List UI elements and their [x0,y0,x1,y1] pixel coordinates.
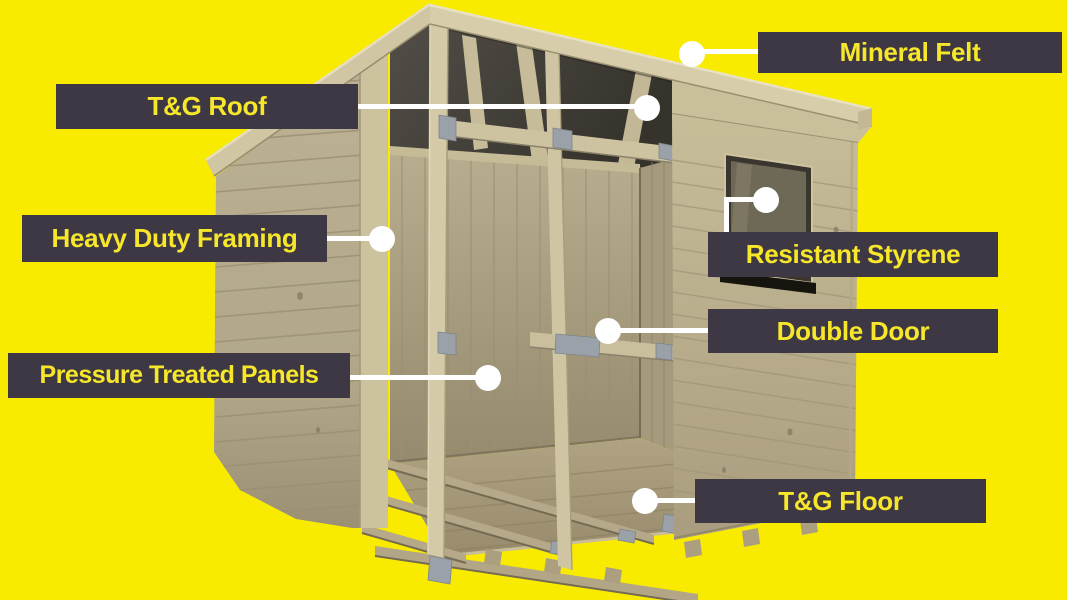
interior-back-wall [389,146,641,464]
roof-fascia [429,3,873,130]
callout-dot [475,365,501,391]
callout-line [346,375,488,380]
callout-dot [679,41,705,67]
callout-line [608,328,708,333]
left-wall [214,52,388,528]
callout-line [645,498,697,503]
callout-label-tg-roof: T&G Roof [56,84,358,129]
callout-line [724,197,768,202]
roof-purlin-beam [438,114,677,164]
callout-label-resistant-styrene: Resistant Styrene [708,232,998,277]
callout-label-heavy-duty-framing: Heavy Duty Framing [22,215,327,262]
callout-label-double-door: Double Door [708,309,998,353]
callout-label-pressure-treated-panels: Pressure Treated Panels [8,353,350,398]
callout-dot [369,226,395,252]
callout-dot [753,187,779,213]
callout-line [324,236,382,241]
callout-dot [632,488,658,514]
door-header-rail [437,331,677,362]
callout-label-tg-floor: T&G Floor [695,479,986,523]
callout-label-mineral-felt: Mineral Felt [758,32,1062,73]
interior-side-wall [639,158,676,452]
callout-line [357,104,647,109]
callout-dot [634,95,660,121]
callout-line [724,197,729,233]
callout-dot [595,318,621,344]
callout-line [692,49,762,54]
